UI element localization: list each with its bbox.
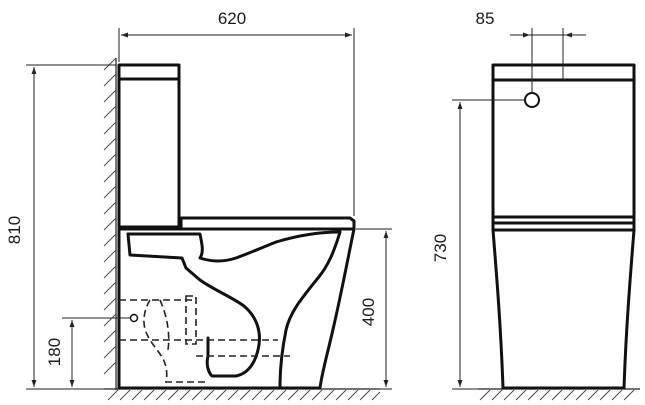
dimension-width: 620 (118, 9, 355, 216)
dimension-front-height: 730 (431, 99, 524, 390)
floor-hatch-side (104, 388, 381, 401)
dim-label-85: 85 (476, 9, 495, 28)
bowl-body-front (491, 221, 636, 390)
bowl-body-side (117, 227, 356, 390)
wall-hatch (103, 57, 117, 390)
dimension-height: 810 (5, 64, 116, 390)
front-view: 85 730 (431, 9, 640, 401)
cistern-front (491, 63, 636, 225)
floor-hatch-front (478, 388, 640, 401)
bowl-inner-curve (126, 232, 261, 378)
dim-label-620: 620 (218, 9, 246, 28)
dim-label-180: 180 (45, 338, 64, 366)
flush-button-icon (524, 92, 540, 108)
dim-label-400: 400 (359, 298, 378, 326)
dim-label-810: 810 (5, 216, 24, 244)
trapway-interior (126, 230, 342, 263)
dimension-outlet-height: 180 (45, 317, 130, 387)
seat-lid-side (179, 216, 356, 231)
side-view: 620 810 180 400 (5, 9, 392, 401)
cistern-side (117, 63, 181, 229)
dimension-seat-height: 400 (356, 228, 392, 390)
dim-label-730: 730 (431, 234, 450, 262)
outlet-center-mark (129, 313, 139, 323)
hidden-outlet-lines (119, 295, 290, 383)
dimension-inlet-offset: 85 (476, 9, 586, 92)
bowl-front-wall (278, 230, 342, 388)
